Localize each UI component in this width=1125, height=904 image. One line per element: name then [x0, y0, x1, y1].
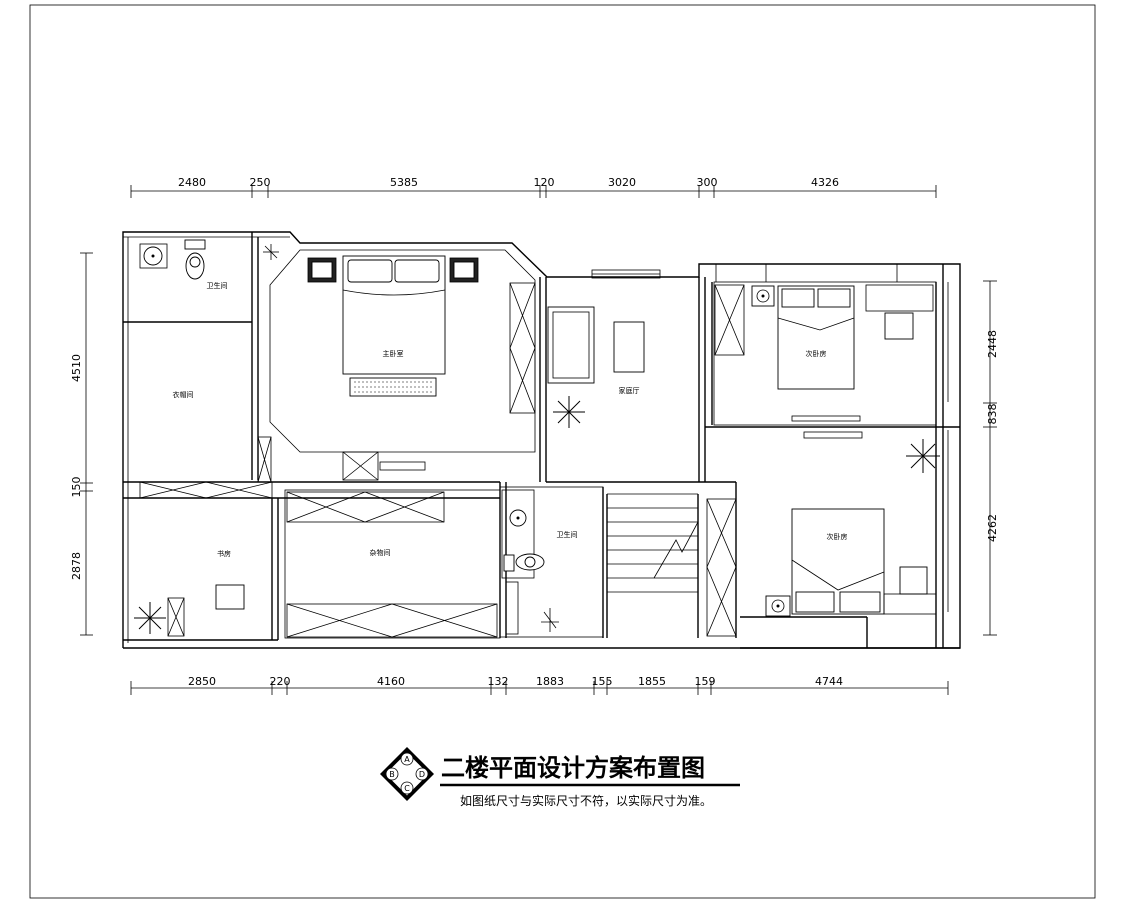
room-label-bedroom-top-right: 次卧房	[806, 349, 827, 358]
room-label-walk-in: 衣帽间	[173, 390, 194, 399]
compass-symbol: A B C D	[380, 747, 434, 801]
family-room-furniture	[547, 306, 645, 428]
dim-bottom-9: 4744	[815, 675, 843, 688]
room-label-study: 书房	[217, 549, 231, 558]
wardrobes	[139, 282, 745, 638]
drawing-title: 二楼平面设计方案布置图	[441, 754, 705, 782]
right-dimension-line: 2448 838 4262	[983, 280, 999, 636]
room-label-bedroom-bottom-right: 次卧房	[827, 532, 848, 541]
dim-right-2: 838	[986, 404, 999, 425]
dim-bottom-7: 1855	[638, 675, 666, 688]
dim-bottom-5: 1883	[536, 675, 564, 688]
staircase	[607, 493, 699, 593]
compass-letter-b: B	[389, 770, 395, 779]
dim-right-1: 2448	[986, 330, 999, 358]
room-labels: 卫生间 衣帽间 主卧室 家庭厅 次卧房 书房 杂物间 卫生间 次卧房	[173, 281, 848, 558]
bottom-dimension-line: 2850 220 4160 132 1883 155 1855 159 4744	[130, 675, 949, 695]
dim-top-4: 120	[534, 176, 555, 189]
dim-bottom-4: 132	[488, 675, 509, 688]
dim-top-1: 2480	[178, 176, 206, 189]
dim-left-3: 2878	[70, 552, 83, 580]
dim-top-2: 250	[250, 176, 271, 189]
room-label-master-bedroom: 主卧室	[383, 349, 404, 358]
study-furniture	[134, 584, 245, 634]
sheet-border	[29, 4, 1096, 899]
compass-letter-c: C	[404, 784, 410, 793]
dim-bottom-6: 155	[592, 675, 613, 688]
dim-left-1: 4510	[70, 354, 83, 382]
dim-right-3: 4262	[986, 514, 999, 542]
compass-letter-d: D	[419, 770, 425, 779]
master-bed	[307, 255, 479, 471]
bedroom-top-right-furniture	[751, 284, 934, 422]
room-label-storage: 杂物间	[370, 548, 391, 557]
drawing-note: 如图纸尺寸与实际尺寸不符，以实际尺寸为准。	[460, 793, 712, 808]
compass-letter-a: A	[404, 755, 410, 764]
dim-bottom-8: 159	[695, 675, 716, 688]
dim-left-2: 150	[70, 477, 83, 498]
top-dimension-line: 2480 250 5385 120 3020 300 4326	[130, 176, 937, 198]
dim-top-6: 300	[697, 176, 718, 189]
bedroom-bottom-right-furniture	[765, 431, 940, 617]
dim-top-7: 4326	[811, 176, 839, 189]
dim-bottom-2: 220	[270, 675, 291, 688]
room-label-bath-public: 卫生间	[557, 530, 578, 539]
room-label-family-room: 家庭厅	[619, 386, 640, 395]
dim-bottom-1: 2850	[188, 675, 216, 688]
dim-top-5: 3020	[608, 176, 636, 189]
bath-public-fixtures	[501, 489, 559, 635]
bath-master-fixtures	[139, 239, 279, 280]
walls	[122, 231, 961, 649]
room-label-bath-master: 卫生间	[207, 281, 228, 290]
left-dimension-line: 4510 150 2878	[70, 252, 93, 636]
dim-top-3: 5385	[390, 176, 418, 189]
dim-bottom-3: 4160	[377, 675, 405, 688]
